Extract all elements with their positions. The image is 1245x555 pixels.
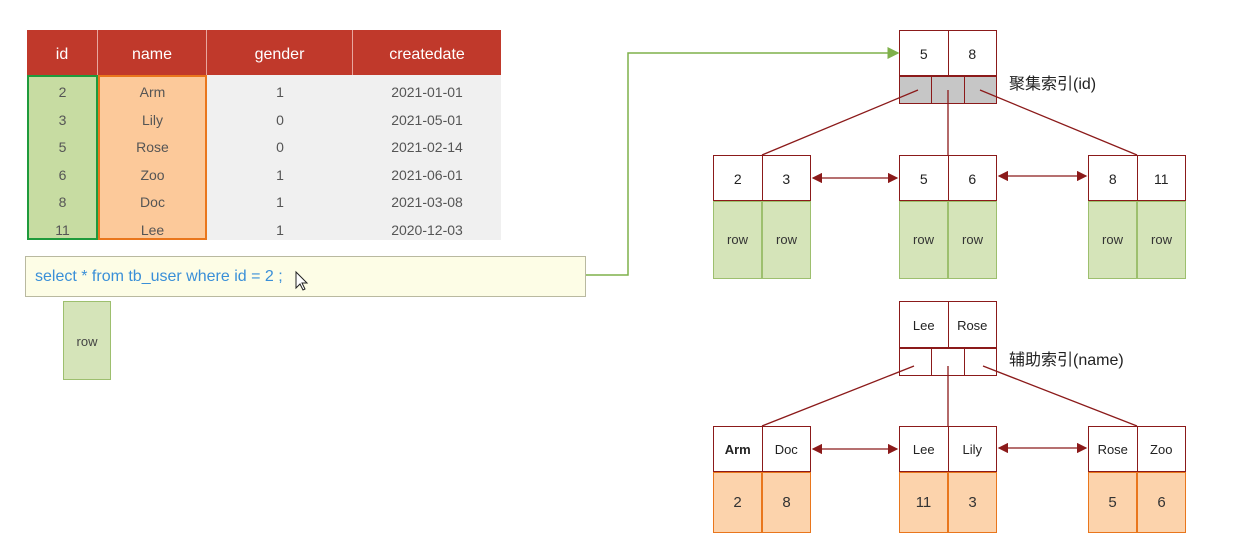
table-cell: 3 <box>58 111 67 128</box>
clustered-edge <box>979 89 1138 156</box>
table-cell: Zoo <box>140 166 165 183</box>
table-cell: 2021-01-01 <box>391 84 463 100</box>
table-cell: Doc <box>140 194 165 210</box>
table-cell: 2021-06-01 <box>391 166 463 183</box>
clustered-root-key: 5 <box>919 46 928 62</box>
secondary-leaf-value: 2 <box>713 472 762 533</box>
table-cell: 11 <box>55 221 70 238</box>
pointer-slot <box>963 77 996 103</box>
name-column-highlight <box>98 75 207 240</box>
table-cell: 5 <box>58 139 67 155</box>
secondary-edge <box>761 365 915 427</box>
secondary-leaf-key: Doc <box>761 427 811 471</box>
secondary-leaf-node: Lee Lily <box>899 426 997 472</box>
secondary-leaf-value: 11 <box>899 472 948 533</box>
table-cell: 2021-05-01 <box>391 111 463 128</box>
table-cell: Lily <box>141 111 163 128</box>
secondary-leaf-value: 6 <box>1137 472 1186 533</box>
table-cell: 6 <box>58 166 67 183</box>
secondary-leaf-value: 5 <box>1088 472 1137 533</box>
clustered-root-pointers <box>899 76 997 104</box>
result-row: row <box>63 301 111 380</box>
clustered-index-label: 聚集索引(id) <box>1009 76 1097 93</box>
header-createdate: createdate <box>389 46 465 63</box>
clustered-leaf-value: row <box>713 201 762 279</box>
secondary-leaf-value: 3 <box>948 472 997 533</box>
secondary-edge <box>982 365 1138 427</box>
header-gender: gender <box>207 30 353 75</box>
table-cell: 1 <box>276 194 284 210</box>
clustered-leaf-key: 3 <box>761 156 811 200</box>
id-column-highlight <box>27 75 98 240</box>
clustered-leaf-value: row <box>762 201 811 279</box>
secondary-leaf-key: Lily <box>947 427 997 471</box>
table-cell: 2 <box>58 84 67 100</box>
clustered-leaf-node: 8 11 <box>1088 155 1186 201</box>
pointer-slot <box>900 77 932 103</box>
secondary-root-key: Rose <box>947 302 997 347</box>
sql-query-box: select * from tb_user where id = 2 ; <box>25 256 586 297</box>
clustered-leaf-key: 11 <box>1136 156 1186 200</box>
clustered-leaf-value: row <box>948 201 997 279</box>
pointer-slot <box>963 349 996 375</box>
clustered-leaf-key: 5 <box>919 171 928 187</box>
table-header: id name gender createdate <box>27 30 501 75</box>
clustered-leaf-key: 8 <box>1108 171 1117 187</box>
clustered-leaf-key: 2 <box>733 171 742 187</box>
table-cell: 1 <box>276 84 284 100</box>
secondary-leaf-node: Rose Zoo <box>1088 426 1186 472</box>
secondary-leaf-value: 8 <box>762 472 811 533</box>
secondary-leaf-node: Arm Doc <box>713 426 811 472</box>
header-id: id <box>27 30 98 75</box>
pointer-slot <box>931 77 964 103</box>
table-cell: 2020-12-03 <box>391 221 463 238</box>
secondary-leaf-key: Rose <box>1097 442 1128 457</box>
table-cell: 2021-03-08 <box>391 194 463 210</box>
clustered-root-node: 5 8 <box>899 30 997 76</box>
clustered-root-key: 8 <box>947 31 997 75</box>
secondary-root-key: Lee <box>912 318 935 333</box>
pointer-slot <box>931 349 963 375</box>
secondary-root-node: Lee Rose <box>899 301 997 348</box>
clustered-leaf-value: row <box>1137 201 1186 279</box>
clustered-leaf-value: row <box>1088 201 1137 279</box>
table-cell: 0 <box>276 139 284 155</box>
table-cell: 8 <box>58 194 67 210</box>
clustered-leaf-value: row <box>899 201 948 279</box>
table-cell: Lee <box>140 221 165 238</box>
table-cell: 2021-02-14 <box>391 139 463 155</box>
clustered-leaf-key: 6 <box>947 156 997 200</box>
table-cell: Arm <box>139 84 166 100</box>
secondary-leaf-key: Lee <box>912 442 935 457</box>
table-cell: 1 <box>276 166 284 183</box>
header-name: name <box>98 30 207 75</box>
secondary-leaf-key: Zoo <box>1136 427 1186 471</box>
table-cell: 0 <box>276 111 284 128</box>
clustered-edge <box>761 89 919 156</box>
table-cell: 1 <box>276 221 284 238</box>
pointer-slot <box>900 349 931 375</box>
secondary-root-pointers <box>899 348 997 376</box>
table-cell: Rose <box>136 139 169 155</box>
secondary-leaf-key: Arm <box>724 442 751 457</box>
secondary-index-label: 辅助索引(name) <box>1009 352 1124 369</box>
